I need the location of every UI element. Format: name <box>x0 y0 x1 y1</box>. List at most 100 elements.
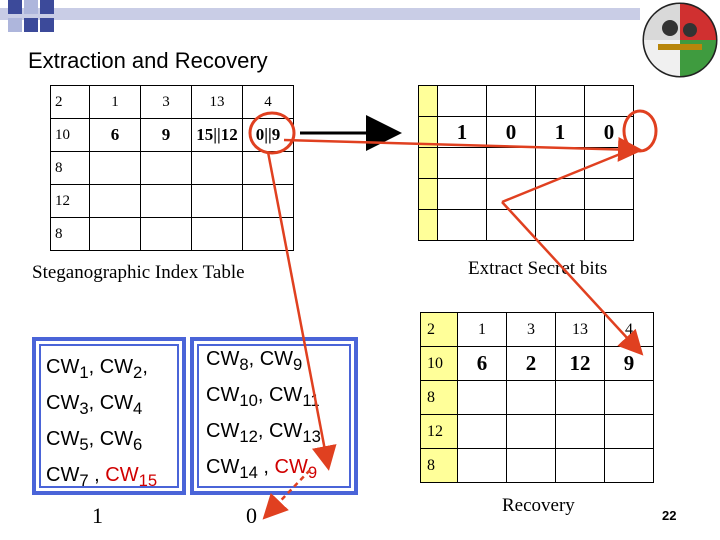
table-cell <box>418 178 438 210</box>
logo-icon <box>642 2 718 78</box>
table-cell <box>89 184 141 218</box>
table-cell <box>535 178 585 210</box>
table-cell <box>555 380 605 415</box>
table-cell <box>89 151 141 185</box>
stego-table-caption: Steganographic Index Table <box>32 262 245 283</box>
table-cell <box>486 85 536 117</box>
table-cell: 3 <box>506 312 556 347</box>
table-row <box>418 147 634 179</box>
table-cell <box>242 184 294 218</box>
table-cell <box>140 184 192 218</box>
table-cell <box>457 448 507 483</box>
cw-line: CW8, CW9 <box>206 348 303 374</box>
table-cell <box>604 448 654 483</box>
header-bar <box>0 8 640 20</box>
cw-line: CW5, CW6 <box>46 428 143 454</box>
table-cell <box>242 151 294 185</box>
table-cell: 2 <box>420 312 458 347</box>
table-cell: 9 <box>604 346 654 381</box>
table-row: 12 <box>420 414 654 449</box>
table-cell: 8 <box>50 151 90 185</box>
table-cell: 12 <box>555 346 605 381</box>
table-cell: 12 <box>50 184 90 218</box>
table-cell: 4 <box>604 312 654 347</box>
table-cell: 8 <box>50 217 90 251</box>
table-cell <box>584 147 634 179</box>
table-cell <box>418 209 438 241</box>
table-cell <box>140 151 192 185</box>
table-row: 8 <box>420 448 654 483</box>
table-cell: 2 <box>50 85 90 119</box>
table-cell: 1 <box>535 116 585 148</box>
table-cell <box>418 116 438 148</box>
table-cell <box>191 217 243 251</box>
table-cell: 1 <box>437 116 487 148</box>
table-cell <box>486 147 536 179</box>
table-cell <box>535 147 585 179</box>
table-row: 8 <box>50 151 294 185</box>
table-cell <box>457 414 507 449</box>
table-cell <box>535 209 585 241</box>
table-cell: 3 <box>140 85 192 119</box>
secret-table-caption: Extract Secret bits <box>468 258 608 279</box>
table-cell: 8 <box>420 448 458 483</box>
table-cell: 9 <box>140 118 192 152</box>
recovery-caption: Recovery <box>502 495 575 516</box>
table-cell: 15||12 <box>191 118 243 152</box>
table-cell: 0||9 <box>242 118 294 152</box>
cw-line: CW10, CW11 <box>206 384 320 410</box>
table-cell: 10 <box>50 118 90 152</box>
cw-line: CW1, CW2, <box>46 356 148 382</box>
table-cell: 0 <box>486 116 536 148</box>
table-cell: 1 <box>89 85 141 119</box>
table-cell: 13 <box>555 312 605 347</box>
table-cell <box>191 151 243 185</box>
table-row: 8 <box>420 380 654 415</box>
table-cell <box>437 85 487 117</box>
table-row: 12 <box>50 184 294 218</box>
cw-line: CW12, CW13 <box>206 420 321 446</box>
bit-label-one: 1 <box>92 503 103 528</box>
table-cell <box>437 178 487 210</box>
table-cell <box>437 209 487 241</box>
table-row: 8 <box>50 217 294 251</box>
table-cell <box>242 217 294 251</box>
table-cell <box>604 380 654 415</box>
table-row <box>418 178 634 210</box>
table-cell <box>604 414 654 449</box>
table-cell <box>584 209 634 241</box>
table-cell: 10 <box>420 346 458 381</box>
table-cell <box>535 85 585 117</box>
table-cell <box>140 217 192 251</box>
slide-title: Extraction and Recovery <box>28 48 268 73</box>
table-row <box>418 209 634 241</box>
table-cell: 8 <box>420 380 458 415</box>
table-cell: 6 <box>457 346 507 381</box>
table-cell: 0 <box>584 116 634 148</box>
table-cell <box>584 178 634 210</box>
table-cell <box>506 414 556 449</box>
table-row <box>418 85 634 117</box>
table-cell <box>486 209 536 241</box>
page-number: 22 <box>662 508 677 523</box>
table-cell: 2 <box>506 346 556 381</box>
table-cell <box>437 147 487 179</box>
table-cell <box>486 178 536 210</box>
table-cell <box>418 147 438 179</box>
cw-box-left <box>32 337 186 495</box>
table-cell <box>457 380 507 415</box>
table-cell <box>89 217 141 251</box>
table-cell: 12 <box>420 414 458 449</box>
cw-line: CW7 , CW15 <box>46 464 158 490</box>
